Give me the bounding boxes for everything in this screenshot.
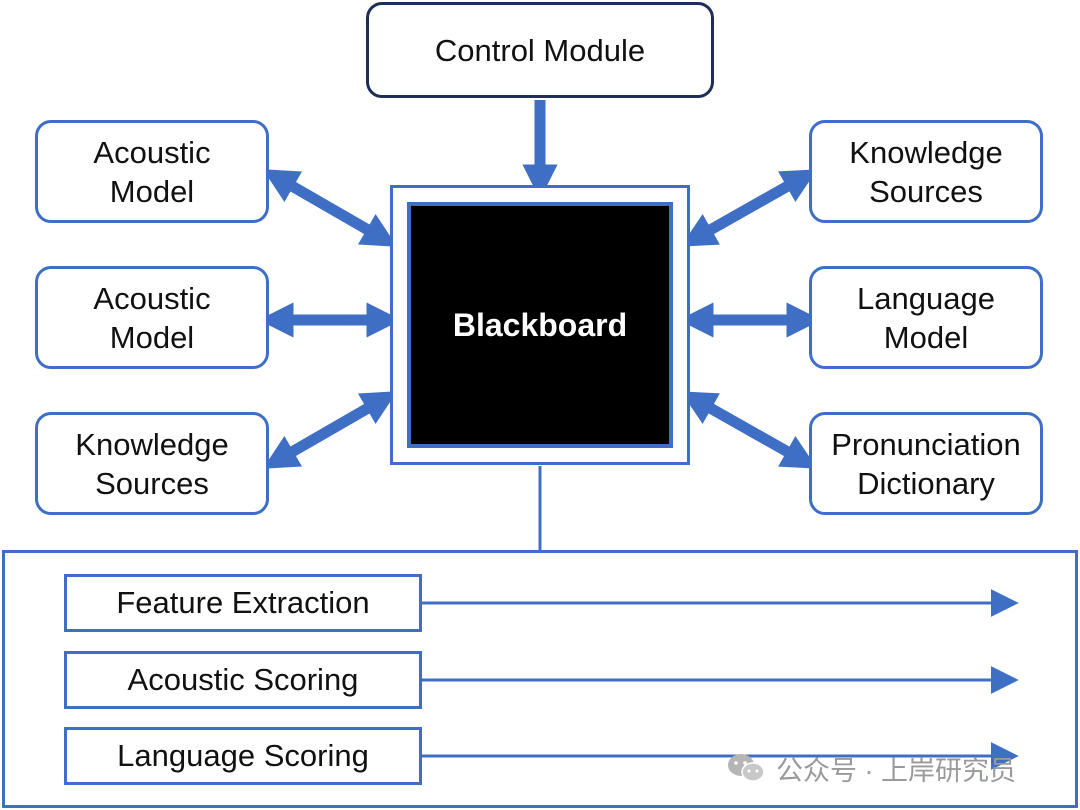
arrow-right-top xyxy=(680,169,818,247)
control-module-box: Control Module xyxy=(366,2,714,98)
watermark-text: 公众号 · 上岸研究员 xyxy=(776,755,1016,786)
stage-feature-extraction: Feature Extraction xyxy=(64,574,422,632)
right-module-pronunciation-dictionary: Pronunciation Dictionary xyxy=(809,412,1043,515)
stage-label: Feature Extraction xyxy=(116,585,370,620)
stage-label: Language Scoring xyxy=(117,738,369,773)
arrow-left-bottom xyxy=(262,391,398,469)
stage-acoustic-scoring: Acoustic Scoring xyxy=(64,651,422,709)
stage-language-scoring: Language Scoring xyxy=(64,727,422,785)
left-module-label: Acoustic Model xyxy=(93,134,211,209)
wechat-icon xyxy=(728,754,765,782)
right-module-knowledge-sources: Knowledge Sources xyxy=(809,120,1043,223)
control-module-label: Control Module xyxy=(434,32,646,68)
right-module-label: Knowledge Sources xyxy=(849,134,1003,209)
blackboard-label: Blackboard xyxy=(452,306,628,343)
right-module-language-model: Language Model xyxy=(809,266,1043,369)
left-module-knowledge-sources: Knowledge Sources xyxy=(35,412,269,515)
right-module-label: Pronunciation Dictionary xyxy=(831,426,1021,501)
blackboard-box: Blackboard xyxy=(407,202,673,448)
stage-label: Acoustic Scoring xyxy=(127,662,359,697)
left-module-acoustic-model-1: Acoustic Model xyxy=(35,120,269,223)
left-module-acoustic-model-2: Acoustic Model xyxy=(35,266,269,369)
arrow-right-bottom xyxy=(680,391,818,469)
arrow-left-top xyxy=(262,169,398,247)
left-module-label: Knowledge Sources xyxy=(75,426,229,501)
left-module-label: Acoustic Model xyxy=(93,280,211,355)
watermark: 公众号 · 上岸研究员 xyxy=(726,748,1016,788)
right-module-label: Language Model xyxy=(857,280,995,355)
